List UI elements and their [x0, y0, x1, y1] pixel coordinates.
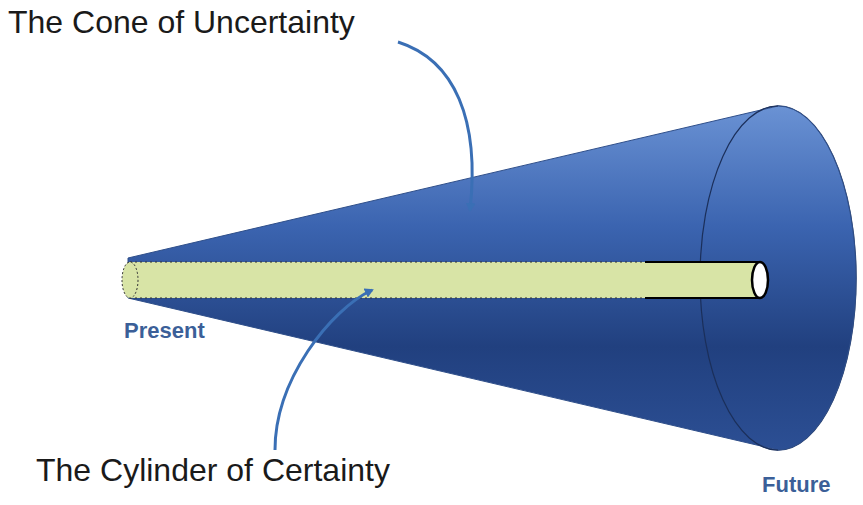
pointer-arrow [275, 290, 372, 450]
cylinder-start [122, 262, 138, 298]
cylinder-edge [645, 261, 760, 263]
cone-label: The Cone of Uncertainty [8, 4, 355, 41]
cylinder-end [752, 262, 768, 298]
cylinder-hidden-edge [130, 297, 645, 298]
pointer-arrow [398, 42, 472, 210]
cylinder-body [130, 262, 760, 298]
present-label: Present [124, 318, 205, 343]
cylinder-hidden-edge [130, 261, 645, 262]
future-label: Future [762, 472, 830, 497]
cylinder-label: The Cylinder of Certainty [36, 452, 390, 489]
cone-body [128, 106, 856, 450]
cylinder-edge [645, 297, 760, 299]
